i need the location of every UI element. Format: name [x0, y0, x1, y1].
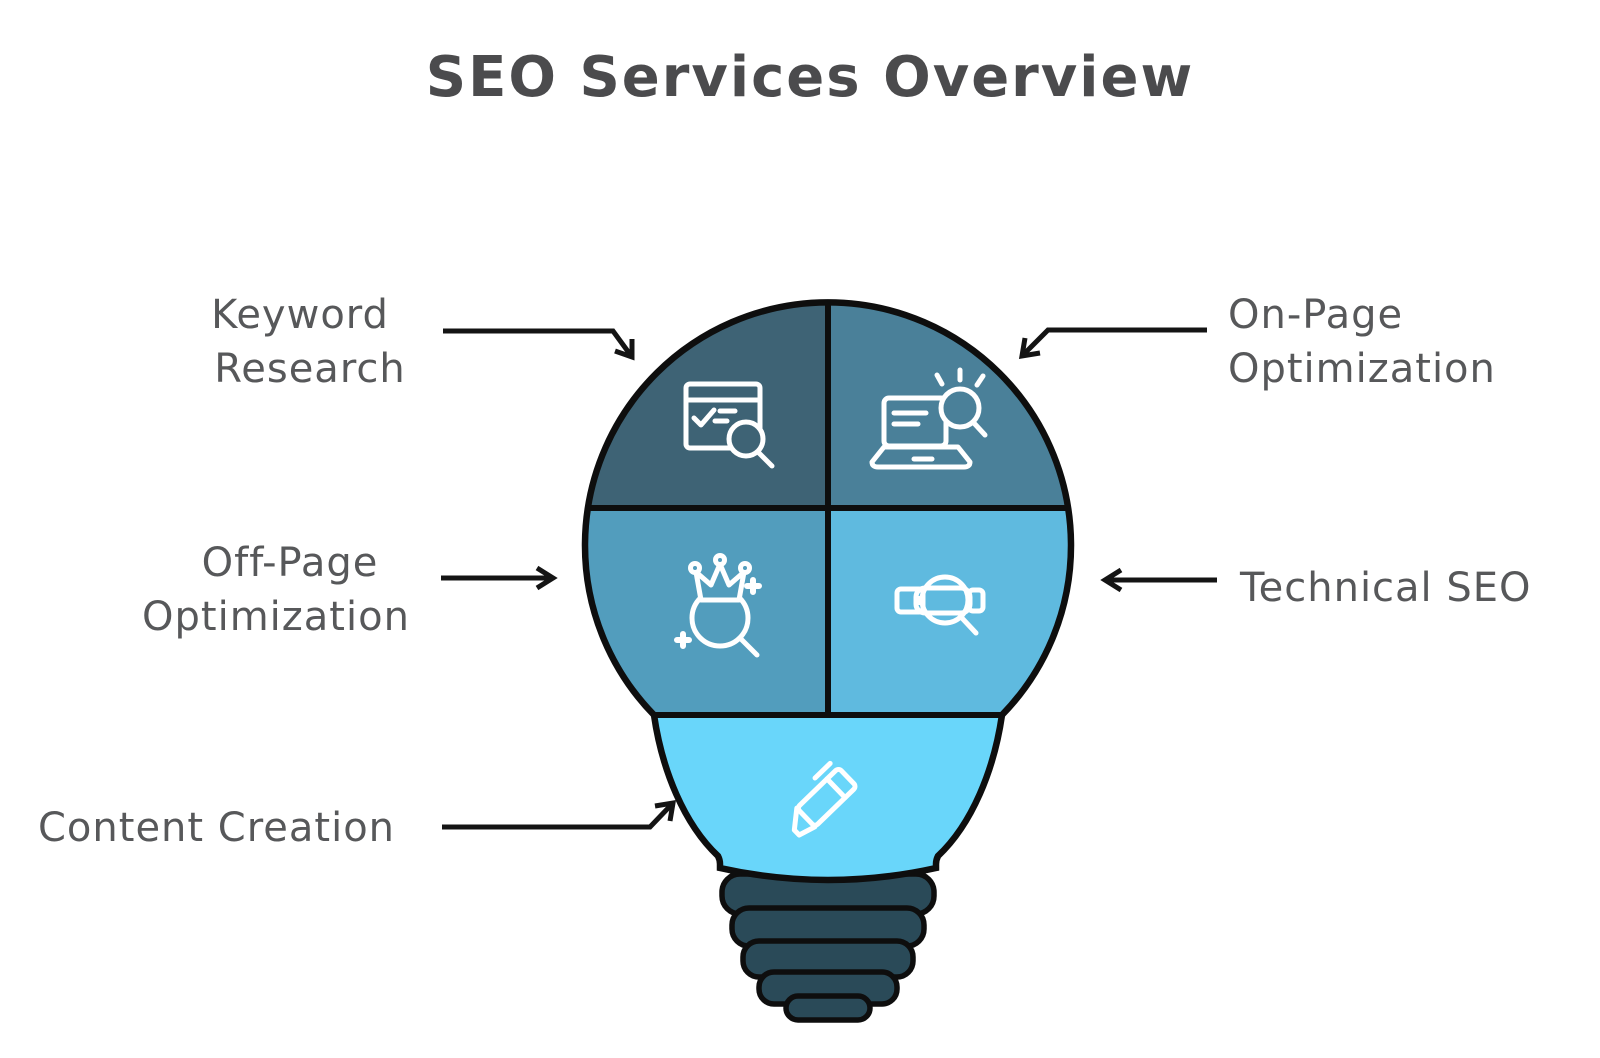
arrow-keyword-research [443, 328, 635, 359]
arrowhead-content-creation [654, 799, 677, 822]
arrow-content-creation [442, 801, 675, 830]
laptop-search-icon [869, 367, 988, 470]
bulb-outline [581, 299, 1075, 884]
crown-magnifier-icon [674, 553, 762, 658]
arrows [441, 327, 1217, 830]
label-on-page-line1: On-Page [1228, 292, 1403, 338]
scan-magnifier-icon [894, 574, 986, 636]
page-title: SEO Services Overview [426, 45, 1194, 110]
label-on-page-line2: Optimization [1228, 346, 1496, 392]
label-content-creation: Content Creation [38, 805, 395, 851]
arrowhead-off-page-optimization [535, 565, 558, 591]
arrowhead-on-page-optimization [1018, 337, 1041, 360]
arrow-on-page-optimization [1020, 327, 1207, 358]
arrowhead-keyword-research [614, 339, 635, 361]
label-off-page-line1: Off-Page [202, 540, 379, 586]
label-off-page-line2: Optimization [142, 594, 410, 640]
base-tip [783, 993, 873, 1023]
label-keyword-research-line1: Keyword [211, 292, 389, 338]
callout-labels: Keyword Research On-Page Optimization Of… [38, 292, 1532, 851]
segment-content-creation [584, 715, 1071, 881]
label-technical-seo: Technical SEO [1239, 565, 1532, 611]
marker-pen-icon [791, 760, 858, 838]
browser-search-icon [683, 381, 775, 469]
arrowhead-technical-seo [1100, 567, 1123, 593]
bulb-base [719, 871, 937, 1023]
label-keyword-research-line2: Research [214, 346, 405, 392]
bulb-glass [584, 302, 1071, 881]
